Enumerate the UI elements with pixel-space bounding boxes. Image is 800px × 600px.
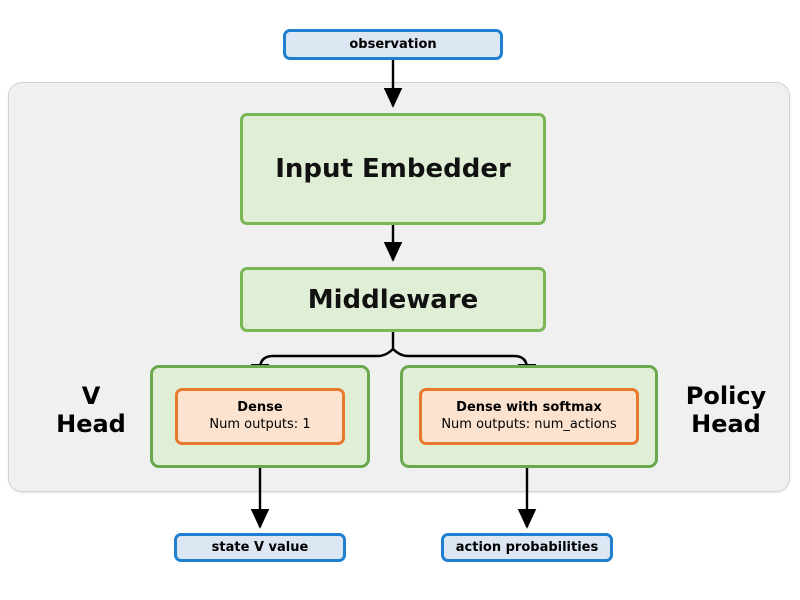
v-head-label-line1: V — [81, 382, 101, 410]
v-head-dense-subtitle: Num outputs: 1 — [209, 416, 311, 432]
middleware-box[interactable]: Middleware — [240, 267, 546, 332]
state-v-value-box[interactable]: state V value — [174, 533, 346, 562]
policy-head-dense-title: Dense with softmax — [456, 400, 602, 416]
policy-head-label-line2: Head — [691, 410, 761, 439]
input-embedder-label: Input Embedder — [275, 154, 511, 184]
v-head-label-line2: Head — [56, 410, 126, 439]
policy-head-label-line1: Policy — [685, 382, 767, 410]
observation-box[interactable]: observation — [283, 29, 503, 60]
v-head-label: V Head — [38, 382, 144, 439]
policy-head-label: Policy Head — [664, 382, 788, 439]
policy-head-dense-subtitle: Num outputs: num_actions — [441, 416, 617, 432]
v-head-dense-box[interactable]: Dense Num outputs: 1 — [175, 388, 345, 445]
middleware-label: Middleware — [307, 284, 479, 315]
observation-label: observation — [349, 37, 437, 52]
v-head-dense-title: Dense — [237, 400, 283, 416]
action-probabilities-box[interactable]: action probabilities — [441, 533, 613, 562]
action-probabilities-label: action probabilities — [455, 540, 599, 555]
state-v-value-label: state V value — [211, 540, 309, 555]
input-embedder-box[interactable]: Input Embedder — [240, 113, 546, 225]
policy-head-dense-box[interactable]: Dense with softmax Num outputs: num_acti… — [419, 388, 639, 445]
